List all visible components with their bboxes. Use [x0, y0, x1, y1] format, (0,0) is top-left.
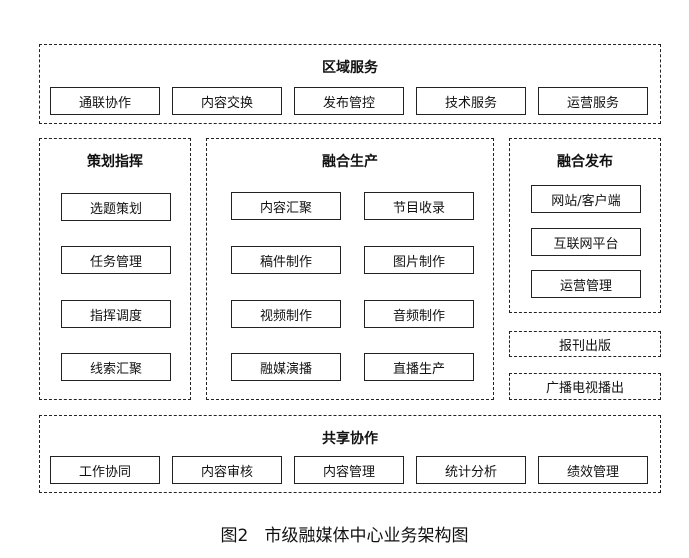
publishing-title: 融合发布 [557, 154, 613, 170]
shared-collaboration-title: 共享协作 [322, 431, 378, 447]
regional-item-content-exchange: 内容交换 [172, 87, 282, 115]
production-title: 融合生产 [322, 154, 378, 170]
shared-item-coordination: 工作协同 [50, 456, 160, 484]
planning-item-clue: 线索汇聚 [61, 353, 171, 381]
shared-item-review: 内容审核 [172, 456, 282, 484]
production-item-recording: 节目收录 [364, 192, 474, 220]
regional-services-title: 区域服务 [322, 60, 378, 76]
production-item-live: 直播生产 [364, 353, 474, 381]
shared-item-statistics: 统计分析 [416, 456, 526, 484]
figure-caption-text: 市级融媒体中心业务架构图 [264, 526, 469, 546]
shared-collaboration-section: 共享协作 工作协同 内容审核 内容管理 统计分析 绩效管理 [39, 415, 661, 493]
production-item-video: 视频制作 [231, 300, 341, 328]
production-item-audio: 音频制作 [364, 300, 474, 328]
production-item-manuscript: 稿件制作 [231, 246, 341, 274]
newspaper-publishing-box: 报刊出版 [509, 331, 661, 357]
production-item-studio: 融媒演播 [231, 353, 341, 381]
regional-item-liaison: 通联协作 [50, 87, 160, 115]
planning-item-task: 任务管理 [61, 246, 171, 274]
publishing-item-website: 网站/客户端 [531, 185, 641, 213]
publishing-section: 融合发布 网站/客户端 互联网平台 运营管理 [509, 138, 661, 313]
figure-caption: 图2 市级融媒体中心业务架构图 [0, 521, 689, 546]
regional-item-operation-service: 运营服务 [538, 87, 648, 115]
publishing-item-operation: 运营管理 [531, 270, 641, 298]
production-item-aggregation: 内容汇聚 [231, 192, 341, 220]
planning-command-section: 策划指挥 选题策划 任务管理 指挥调度 线索汇聚 [39, 138, 191, 400]
broadcast-box: 广播电视播出 [509, 373, 661, 400]
regional-item-publish-control: 发布管控 [294, 87, 404, 115]
shared-item-content-management: 内容管理 [294, 456, 404, 484]
production-item-image: 图片制作 [364, 246, 474, 274]
regional-services-section: 区域服务 通联协作 内容交换 发布管控 技术服务 运营服务 [39, 44, 661, 124]
figure-label: 图2 [220, 526, 249, 546]
production-section: 融合生产 内容汇聚 节目收录 稿件制作 图片制作 视频制作 音频制作 融媒演播 … [206, 138, 494, 400]
shared-item-performance: 绩效管理 [538, 456, 648, 484]
planning-command-title: 策划指挥 [87, 154, 143, 170]
planning-item-dispatch: 指挥调度 [61, 300, 171, 328]
regional-item-tech-service: 技术服务 [416, 87, 526, 115]
planning-item-topic: 选题策划 [61, 193, 171, 221]
publishing-item-internet: 互联网平台 [531, 228, 641, 256]
